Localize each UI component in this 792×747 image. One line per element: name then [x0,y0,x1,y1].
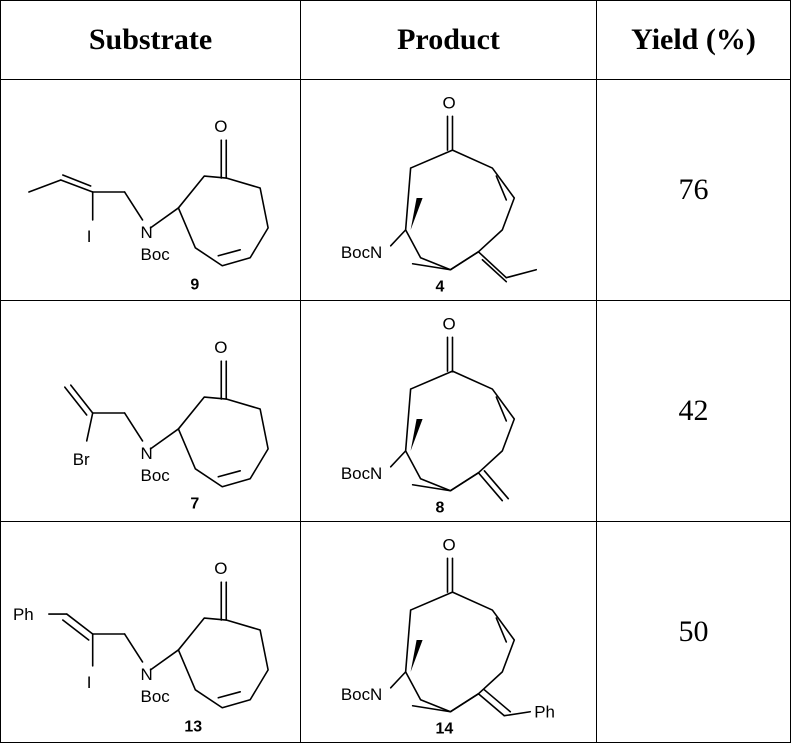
substrate-structure-9: O N Boc I 9 [28,117,269,294]
header-product: Product [300,0,597,80]
boc-group: Boc [141,466,171,485]
compound-label: 14 [436,721,454,738]
header-yield: Yield (%) [596,0,791,80]
boc-n-group: BocN [341,243,382,262]
substrate-structure-13: O N Boc Ph I 13 [13,559,269,736]
table-row: O N Boc Br 7 O BocN [0,300,791,522]
halogen-atom: Br [73,450,90,469]
halogen-atom: I [87,227,92,246]
product-structure-14: O BocN 14 Ph [341,535,555,738]
compound-label: 4 [436,279,445,296]
header-row: Substrate Product Yield (%) [0,0,791,80]
nitrogen-atom: N [141,665,153,684]
yield-value: 50 [596,521,791,743]
oxo-atom: O [214,338,227,357]
product-cell: O BocN 14 Ph [300,521,597,743]
oxo-atom: O [443,93,456,112]
boc-n-group: BocN [341,685,382,704]
product-cell: O BocN 8 [300,300,597,522]
oxo-atom: O [214,117,227,136]
yield-value: 76 [596,79,791,301]
substrate-structure-7: O N Boc Br 7 [63,338,269,513]
substituent: Ph [534,703,555,722]
substrate-cell: O N Boc Ph I 13 [0,521,301,743]
compound-label: 13 [184,719,202,736]
nitrogen-atom: N [141,223,153,242]
product-structure-4: O BocN 4 [341,93,537,296]
nitrogen-atom: N [141,444,153,463]
yield-value: 42 [596,300,791,522]
boc-group: Boc [141,687,171,706]
product-structure-8: O BocN 8 [341,314,516,517]
substituent: Ph [13,605,34,624]
header-substrate: Substrate [0,0,301,80]
compound-label: 8 [436,500,445,517]
substrate-cell: O N Boc I 9 [0,79,301,301]
compound-label: 7 [190,496,199,513]
boc-group: Boc [141,245,171,264]
substrate-cell: O N Boc Br 7 [0,300,301,522]
halogen-atom: I [87,673,92,692]
table-row: O N Boc I 9 O [0,79,791,301]
oxo-atom: O [443,314,456,333]
compound-label: 9 [190,277,199,294]
product-cell: O BocN 4 [300,79,597,301]
oxo-atom: O [443,535,456,554]
oxo-atom: O [214,559,227,578]
table-row: O N Boc Ph I 13 O [0,521,791,743]
boc-n-group: BocN [341,464,382,483]
